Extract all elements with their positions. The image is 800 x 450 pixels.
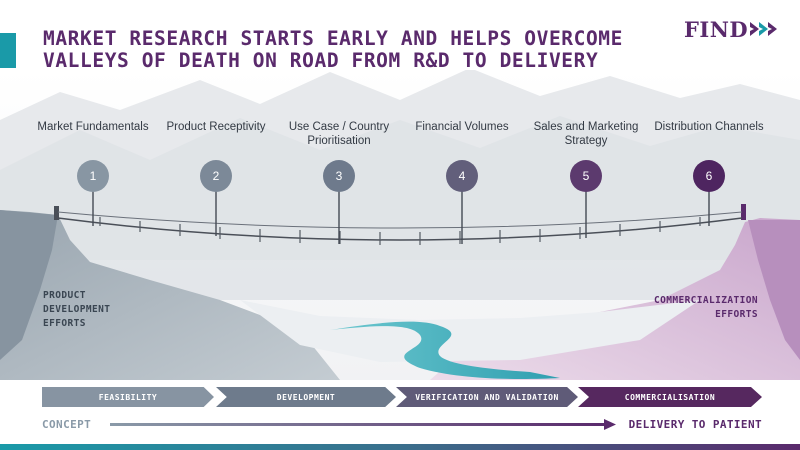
product-development-label: Product Development Efforts bbox=[43, 289, 110, 331]
step-4: Financial Volumes 4 bbox=[402, 120, 522, 192]
valley-illustration bbox=[0, 70, 800, 380]
commercialization-label: Commercialization Efforts bbox=[600, 294, 758, 322]
step-number-badge: 5 bbox=[570, 160, 602, 192]
find-logo: FIND bbox=[684, 16, 780, 42]
right-label-line: Efforts bbox=[715, 309, 758, 320]
step-number-badge: 2 bbox=[200, 160, 232, 192]
step-label: Distribution Channels bbox=[654, 121, 764, 133]
title-line-1: Market research starts early and helps o… bbox=[43, 27, 623, 50]
phase-development: Development bbox=[216, 387, 396, 407]
right-label-line: Commercialization bbox=[653, 295, 758, 306]
bridge-hangers bbox=[99, 217, 701, 245]
timeline-arrow-icon bbox=[110, 419, 616, 430]
step-number-badge: 4 bbox=[446, 160, 478, 192]
step-label: Financial Volumes bbox=[415, 121, 509, 133]
step-number-badge: 3 bbox=[323, 160, 355, 192]
phase-verification: Verification and Validation bbox=[396, 387, 578, 407]
phase-commercialisation: Commercialisation bbox=[578, 387, 762, 407]
step-label: Use Case / Country Prioritisation bbox=[288, 121, 390, 147]
step-2: Product Receptivity 2 bbox=[156, 120, 276, 192]
title-accent-bar bbox=[0, 33, 16, 68]
bottom-gradient-stripe bbox=[0, 444, 800, 450]
timeline: Concept Delivery to patient bbox=[42, 418, 762, 434]
phase-feasibility: Feasibility bbox=[42, 387, 214, 407]
logo-text: FIND bbox=[684, 16, 749, 42]
phase-chevrons: Feasibility Development Verification and… bbox=[42, 387, 762, 407]
double-chevron-right-icon bbox=[750, 22, 778, 36]
step-number-badge: 6 bbox=[693, 160, 725, 192]
left-label-line: Product bbox=[43, 290, 86, 301]
timeline-start: Concept bbox=[42, 418, 92, 431]
step-number-badge: 1 bbox=[77, 160, 109, 192]
step-3: Use Case / Country Prioritisation 3 bbox=[279, 120, 399, 192]
timeline-end: Delivery to patient bbox=[628, 418, 762, 431]
title-line-2: valleys of death on road from R&D to del… bbox=[43, 49, 599, 72]
step-1: Market Fundamentals 1 bbox=[33, 120, 153, 192]
step-label: Product Receptivity bbox=[166, 121, 266, 133]
step-label: Market Fundamentals bbox=[37, 121, 149, 133]
page-title: Market research starts early and helps o… bbox=[43, 28, 683, 72]
step-6: Distribution Channels 6 bbox=[649, 120, 769, 192]
left-label-line: Development bbox=[43, 304, 111, 315]
step-5: Sales and Marketing Strategy 5 bbox=[526, 120, 646, 192]
step-label: Sales and Marketing Strategy bbox=[533, 121, 639, 147]
left-label-line: Efforts bbox=[43, 318, 86, 329]
